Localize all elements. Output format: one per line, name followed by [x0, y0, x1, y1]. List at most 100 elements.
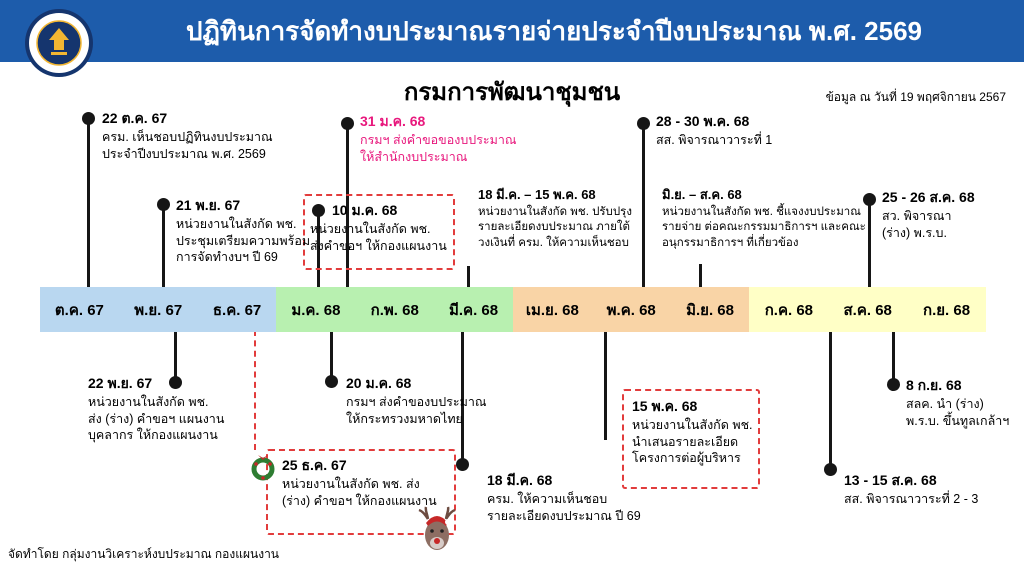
- event-date: 13 - 15 ส.ค. 68: [844, 472, 937, 488]
- event-units-submit-request-to-planning: 10 ม.ค. 68 หน่วยงานในสังกัด พช.ส่งคำขอฯ ใ…: [310, 201, 447, 254]
- event-description-line: โครงการต่อผู้บริหาร: [632, 451, 741, 466]
- department-name: กรมการพัฒนาชุมชน: [403, 79, 621, 106]
- event-description-line: บุคลากร ให้กองแผนงาน: [88, 428, 218, 443]
- event-house-first-reading: 28 - 30 พ.ค. 68 สส. พิจารณาวาระที่ 1: [656, 112, 772, 149]
- event-connector-line: [641, 123, 645, 290]
- timeline-month-9: ก.ค. 68: [749, 287, 829, 332]
- data-as-of-date: ข้อมูล ณ วันที่ 19 พฤศจิกายน 2567: [825, 90, 1006, 104]
- event-marker-dot: [340, 116, 354, 130]
- timeline-month-3: ม.ค. 68: [276, 287, 356, 332]
- event-description-line: หน่วยงานในสังกัด พช.: [176, 217, 297, 232]
- event-description-line: ครม. ให้ความเห็นชอบ: [487, 492, 608, 507]
- event-connector-line: [86, 118, 90, 290]
- event-date: 25 ธ.ค. 67: [282, 457, 347, 473]
- event-description-line: นำเสนอรายละเอียด: [632, 434, 739, 449]
- event-description-line: สส. พิจารณาวาระที่ 1: [656, 133, 773, 148]
- event-description-line: หน่วยงานในสังกัด พช. ปรับปรุง: [478, 206, 632, 219]
- event-date: 31 ม.ค. 68: [360, 113, 426, 129]
- event-connector-line: [329, 330, 333, 381]
- event-date: 21 พ.ย. 67: [176, 197, 241, 213]
- event-date: 28 - 30 พ.ค. 68: [656, 113, 750, 129]
- timeline-month-4: ก.พ. 68: [355, 287, 435, 332]
- department-logo: [24, 8, 94, 78]
- event-connector-dashed-line: [254, 330, 256, 450]
- event-description-line: รายละเอียดงบประมาณ ปี 69: [487, 508, 641, 523]
- event-date: 20 ม.ค. 68: [346, 375, 412, 391]
- event-units-revise-budget-details: 18 มี.ค. – 15 พ.ค. 68 หน่วยงานในสังกัด พช…: [478, 186, 632, 251]
- event-connector-line: [698, 264, 702, 290]
- event-date: 22 ต.ค. 67: [102, 110, 168, 126]
- event-marker-dot: [636, 116, 650, 130]
- prepared-by-note: จัดทำโดย กลุ่มงานวิเคราะห์งบประมาณ กองแผ…: [8, 547, 280, 561]
- event-highlight-box: [266, 449, 456, 535]
- timeline-month-6: เม.ย. 68: [512, 287, 592, 332]
- header-band: ปฏิทินการจัดทำงบประมาณรายจ่ายประจำปีงบปร…: [0, 0, 1024, 62]
- event-description-line: หน่วยงานในสังกัด พช.: [632, 418, 753, 433]
- event-units-readiness-meeting: 21 พ.ย. 67 หน่วยงานในสังกัด พช.ประชุมเตรี…: [176, 196, 310, 266]
- event-description-line: ประชุมเตรียมความพร้อม: [176, 233, 311, 248]
- christmas-wreath-icon: [248, 452, 278, 487]
- event-description-line: ให้กระทรวงมหาดไทย: [346, 411, 463, 426]
- event-connector-line: [466, 266, 470, 290]
- event-description-line: หน่วยงานในสังกัด พช. ชี้แจงงบประมาณ: [662, 206, 861, 219]
- event-connector-line: [316, 210, 320, 290]
- timeline-month-11: ก.ย. 68: [907, 287, 986, 332]
- event-connector-line: [603, 330, 607, 440]
- event-highlight-box: [303, 194, 455, 270]
- event-connector-line: [460, 330, 464, 464]
- event-connector-line: [828, 330, 832, 469]
- event-date: 8 ก.ย. 68: [906, 377, 962, 393]
- event-description-line: หน่วยงานในสังกัด พช.: [310, 222, 431, 237]
- event-description-line: กรมฯ ส่งคำของบประมาณ: [346, 395, 487, 410]
- event-date: 22 พ.ย. 67: [88, 375, 153, 391]
- event-description-line: พ.ร.บ. ขึ้นทูลเกล้าฯ: [906, 413, 1010, 428]
- event-marker-dot: [823, 462, 837, 476]
- event-highlight-box: [622, 389, 760, 489]
- event-date: 18 มี.ค. 68: [487, 472, 553, 488]
- timeline-month-10: ส.ค. 68: [828, 287, 908, 332]
- event-connector-line: [867, 199, 871, 290]
- event-connector-line: [173, 330, 177, 382]
- event-description-line: การจัดทำงบฯ ปี 69: [176, 250, 278, 265]
- event-connector-line: [161, 204, 165, 290]
- event-date: 18 มี.ค. – 15 พ.ค. 68: [478, 187, 596, 202]
- event-description-line: ประจำปีงบประมาณ พ.ศ. 2569: [102, 146, 266, 161]
- event-description-line: รายละเอียดงบประมาณ ภายใต้: [478, 221, 630, 234]
- event-date: 25 - 26 ส.ค. 68: [882, 189, 975, 205]
- event-house-second-third-reading: 13 - 15 ส.ค. 68 สส. พิจารณาวาระที่ 2 - 3: [844, 471, 978, 508]
- event-description-line: กรมฯ ส่งคำขอของบประมาณ: [360, 133, 517, 148]
- event-marker-dot: [324, 374, 338, 388]
- timeline-month-0: ต.ค. 67: [40, 287, 119, 332]
- event-description-line: ส่ง (ร่าง) คำขอฯ แผนงาน: [88, 411, 225, 426]
- event-description-line: สส. พิจารณาวาระที่ 2 - 3: [844, 492, 979, 507]
- event-cabinet-approves-budget-calendar: 22 ต.ค. 67 ครม. เห็นชอบปฏิทินงบประมาณประจ…: [102, 109, 273, 162]
- timeline-month-1: พ.ย. 67: [118, 287, 198, 332]
- timeline-month-7: พ.ค. 68: [591, 287, 671, 332]
- event-description-line: ส่งคำขอฯ ให้กองแผนงาน: [310, 238, 447, 253]
- page-title: ปฏิทินการจัดทำงบประมาณรายจ่ายประจำปีงบปร…: [185, 15, 923, 46]
- event-units-present-projects-to-executives: 15 พ.ค. 68 หน่วยงานในสังกัด พช.นำเสนอรายล…: [632, 397, 753, 467]
- event-description-line: หน่วยงานในสังกัด พช.: [88, 395, 209, 410]
- event-dept-submits-request-to-budget-bureau: 31 ม.ค. 68 กรมฯ ส่งคำขอของบประมาณให้สำนัก…: [360, 112, 517, 165]
- event-date: 15 พ.ค. 68: [632, 398, 698, 414]
- event-connector-line: [891, 330, 895, 384]
- event-description-line: สลค. นำ (ร่าง): [906, 397, 984, 412]
- event-description-line: วงเงินที่ ครม. ให้ความเห็นชอบ: [478, 236, 629, 249]
- timeline-month-8: มิ.ย. 68: [670, 287, 750, 332]
- event-description-line: หน่วยงานในสังกัด พช. ส่ง: [282, 477, 420, 492]
- event-description-line: ครม. เห็นชอบปฏิทินงบประมาณ: [102, 130, 273, 145]
- event-date: 10 ม.ค. 68: [332, 202, 398, 218]
- event-description-line: รายจ่าย ต่อคณะกรรมมาธิการฯ และคณะ: [662, 221, 866, 234]
- event-connector-line: [345, 123, 349, 290]
- event-description-line: ให้สำนักงบประมาณ: [360, 149, 468, 164]
- event-marker-dot: [156, 197, 170, 211]
- event-secretariat-presents-act-for-royal-signature: 8 ก.ย. 68 สลค. นำ (ร่าง)พ.ร.บ. ขึ้นทูลเกล…: [906, 376, 1009, 429]
- event-cabinet-approves-budget-details: 18 มี.ค. 68 ครม. ให้ความเห็นชอบรายละเอียด…: [487, 471, 641, 524]
- timeline-month-2: ธ.ค. 67: [197, 287, 277, 332]
- event-units-submit-personnel-draft-request: 22 พ.ย. 67 หน่วยงานในสังกัด พช.ส่ง (ร่าง)…: [88, 374, 224, 444]
